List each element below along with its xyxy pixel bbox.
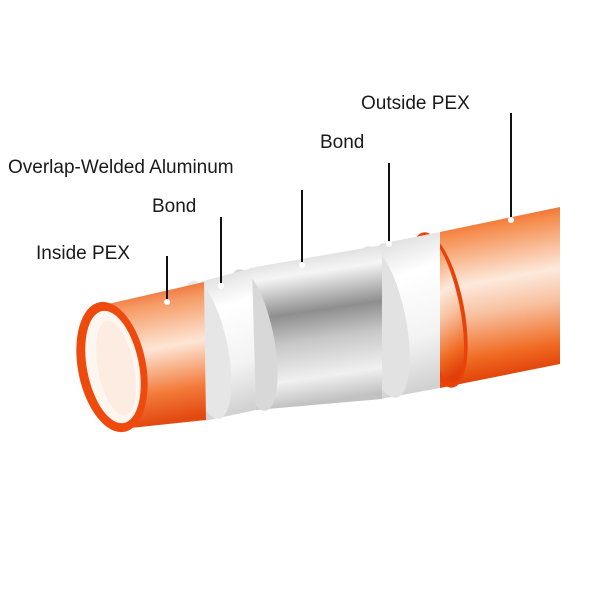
label-bond-outer: Bond — [320, 132, 364, 153]
label-aluminum: Overlap-Welded Aluminum — [8, 157, 234, 178]
label-bond-inner: Bond — [152, 196, 196, 217]
pipe-opening — [76, 301, 148, 433]
leader-dot-outside-pex — [508, 217, 514, 223]
leader-lines — [164, 113, 514, 305]
layer-labels: Outside PEX Bond Overlap-Welded Aluminum… — [8, 93, 470, 264]
leader-dot-bond-outer — [386, 241, 392, 247]
label-outside-pex: Outside PEX — [361, 93, 470, 114]
leader-dot-aluminum — [299, 262, 305, 268]
leader-dot-bond-inner — [218, 283, 224, 289]
label-inside-pex: Inside PEX — [36, 243, 130, 264]
leader-dot-inside-pex — [164, 299, 170, 305]
